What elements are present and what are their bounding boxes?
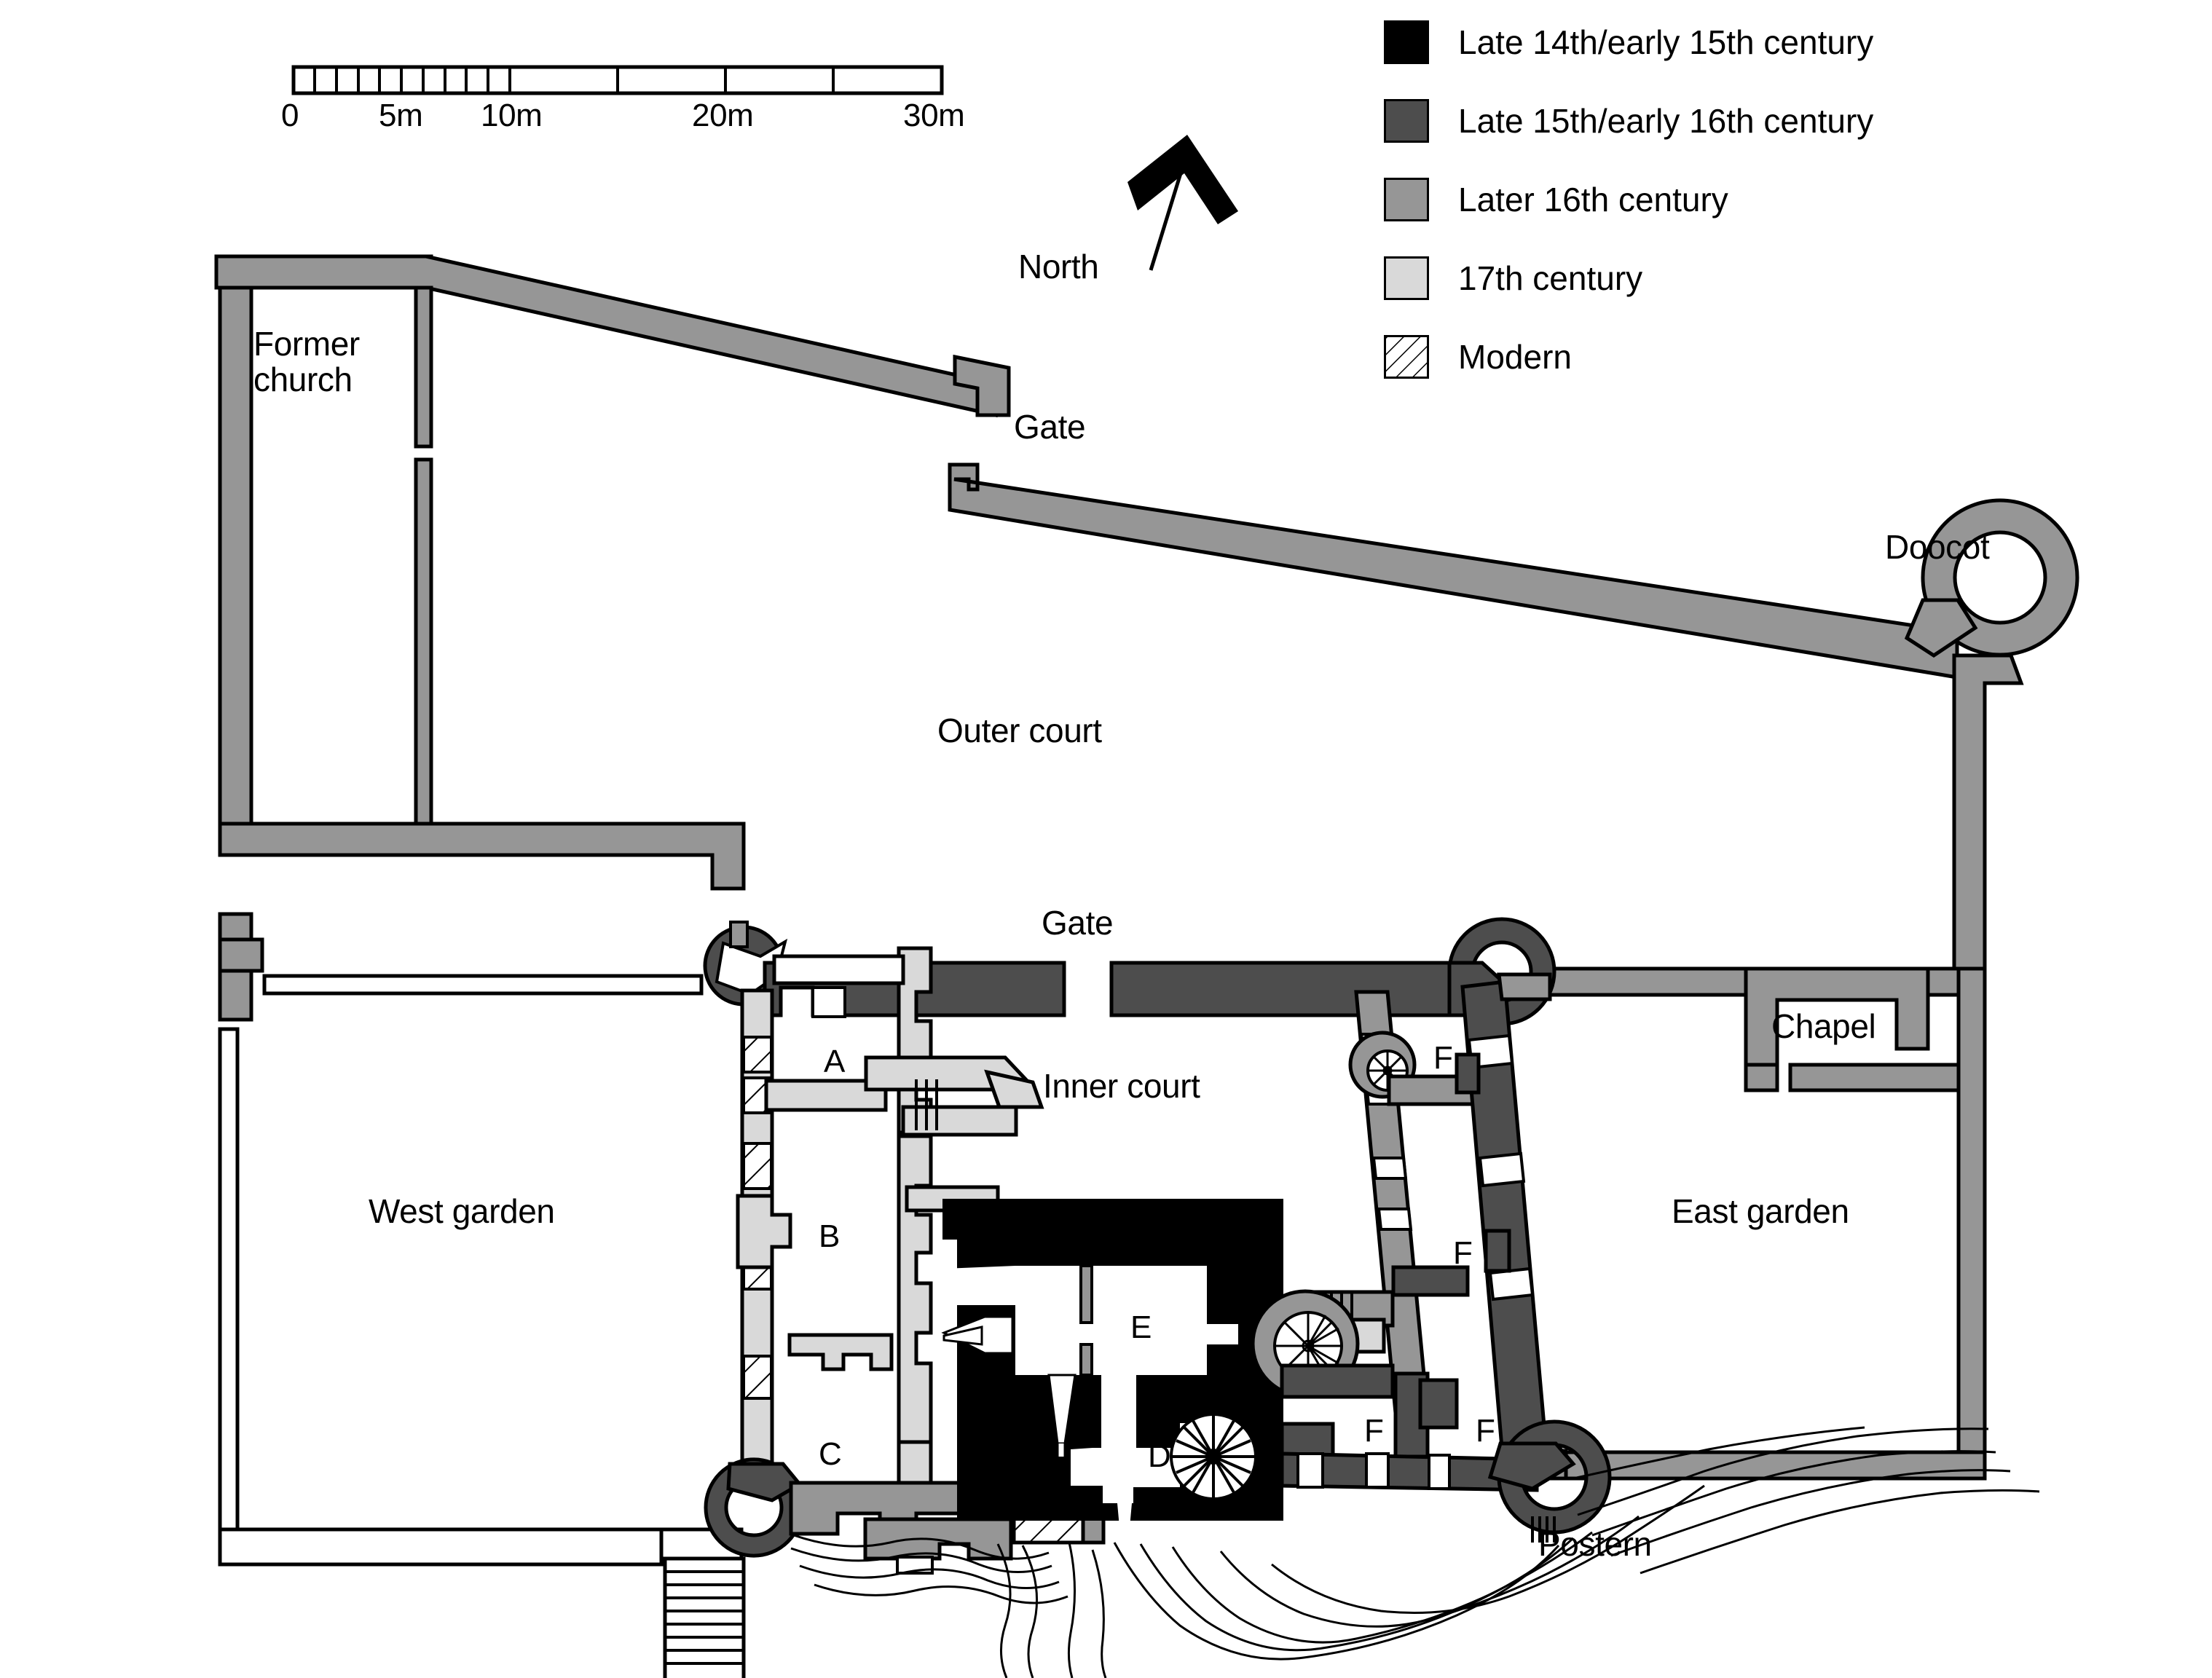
legend-label-phase4: 17th century [1458,259,1643,297]
tower-house-spiral-stair [1170,1413,1257,1500]
label-outer-court: Outer court [937,712,1102,749]
label-gate-outer: Gate [1014,408,1086,446]
legend-swatch-phase4 [1384,256,1429,300]
legend-swatch-modern [1384,335,1429,379]
contour-lines [790,1426,2040,1678]
label-inner-court: Inner court [1043,1067,1200,1105]
scale-tick-30m: 30m [903,98,965,133]
legend-swatch-phase3 [1384,178,1429,221]
scale-tick-10m: 10m [481,98,543,133]
scale-tick-5m: 5m [379,98,423,133]
label-room-d: D [1148,1438,1171,1474]
legend-item-modern: Modern [1384,335,1572,379]
west-garden-walls [218,974,746,1678]
south-west-round-tower [704,1457,804,1558]
label-chapel: Chapel [1771,1007,1876,1045]
legend-item-phase4: 17th century [1384,256,1642,300]
legend-item-phase2: Late 15th/early 16th century [1384,99,1873,143]
legend-item-phase3: Later 16th century [1384,178,1728,221]
legend-swatch-phase2 [1384,99,1429,143]
label-room-f2: F [1453,1235,1473,1271]
label-room-f4: F [1476,1413,1495,1449]
legend-label-modern: Modern [1458,338,1572,376]
legend-item-phase1: Late 14th/early 15th century [1384,20,1873,64]
label-gate-inner: Gate [1042,904,1114,942]
hatch-pattern-icon [1386,337,1427,377]
label-room-a: A [824,1044,845,1079]
label-room-c: C [819,1436,842,1472]
east-range-spiral-stair-upper [1348,1031,1417,1099]
legend-swatch-phase1 [1384,20,1429,64]
north-arrow-icon [1127,135,1238,271]
scale-tick-0: 0 [281,98,299,133]
legend-label-phase1: Late 14th/early 15th century [1458,23,1874,61]
label-west-garden: West garden [369,1192,555,1230]
inner-court-east-range [1251,972,1568,1492]
label-doocot: Doocot [1885,528,1990,566]
legend-label-phase3: Later 16th century [1458,181,1728,218]
east-garden-walls [1546,966,1987,1481]
label-room-e: E [1130,1309,1152,1345]
postern-tower [1487,1419,1612,1543]
label-room-f1: F [1433,1040,1453,1076]
north-label: North [1018,248,1099,285]
legend-label-phase2: Late 15th/early 16th century [1458,102,1874,140]
label-former-church: Former church [253,325,360,398]
label-room-b: B [819,1218,840,1254]
label-postern: Postern [1538,1525,1652,1563]
label-room-f3: F [1364,1413,1384,1449]
scale-bar [291,65,944,95]
outer-court-walls [214,254,2079,1022]
tower-house-block [941,1199,1283,1545]
label-east-garden: East garden [1672,1192,1849,1230]
scale-tick-20m: 20m [692,98,754,133]
